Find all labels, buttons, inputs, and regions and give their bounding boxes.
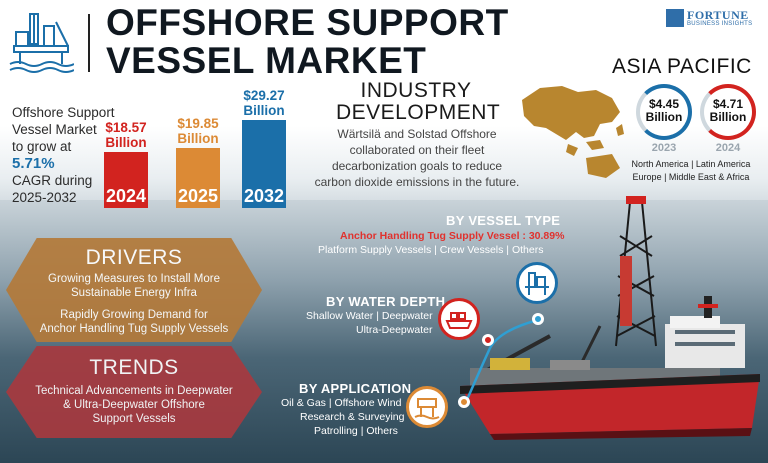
vessel-type-dot	[532, 313, 544, 325]
forecast-period: 2025-2032	[12, 190, 77, 205]
other-regions: North America | Latin America Europe | M…	[618, 158, 764, 184]
intro-line: Vessel Market	[12, 122, 97, 137]
vessel-type-others: Platform Supply Vessels | Crew Vessels |…	[318, 244, 544, 256]
intro-line: CAGR during	[12, 173, 93, 188]
asia-pacific-ring-2023	[636, 84, 692, 140]
driver-line: Sustainable Energy Infra	[71, 287, 197, 299]
water-depth-dot	[482, 334, 494, 346]
industry-text-line: collaborated on their fleet	[349, 143, 485, 157]
industry-title-line: INDUSTRY	[360, 79, 472, 102]
brand-name: FORTUNE	[687, 8, 749, 22]
driver-line: Growing Measures to Install More	[48, 273, 220, 285]
oil-rig-logo-icon	[9, 13, 74, 73]
vessel-type-highlight: Anchor Handling Tug Supply Vessel : 30.8…	[340, 230, 565, 242]
trends-title: TRENDS	[89, 356, 179, 379]
industry-text-line: decarbonization goals to reduce	[331, 159, 503, 173]
title-divider	[88, 14, 90, 72]
bar-2024	[104, 152, 148, 208]
intro-text: Offshore Support Vessel Market to grow a…	[12, 104, 122, 206]
intro-line: to grow at	[12, 139, 72, 154]
asia-pacific-year: 2023	[651, 142, 677, 154]
driver-line: Anchor Handling Tug Supply Vessels	[39, 323, 229, 335]
asia-pacific-title: ASIA PACIFIC	[612, 55, 752, 78]
page-title: OFFSHORE SUPPORT VESSEL MARKET	[106, 2, 509, 81]
cargo-ship-icon	[438, 298, 480, 340]
industry-development-text: Wärtsilä and Solstad Offshore collaborat…	[298, 126, 536, 190]
drivers-panel: DRIVERS Growing Measures to Install More…	[6, 238, 262, 342]
regions-line: Europe | Middle East & Africa	[632, 172, 750, 182]
brand-logo: FORTUNE BUSINESS INSIGHTS	[666, 8, 762, 32]
brand-mark-icon	[666, 9, 684, 27]
bar-2025	[176, 148, 220, 208]
bar-year-label: 2032	[243, 186, 285, 206]
drillship-illustration	[460, 196, 760, 440]
asia-pacific-ring-2024	[700, 84, 756, 140]
cagr-value: 5.71%	[12, 155, 55, 172]
industry-text-line: carbon dioxide emissions in the future.	[314, 175, 520, 189]
asia-pacific-year: 2024	[715, 142, 741, 154]
trend-line: Support Vessels	[92, 413, 176, 425]
industry-development-title: INDUSTRY DEVELOPMENT	[336, 79, 501, 124]
bar-year-label: 2025	[177, 186, 219, 206]
offshore-platform-icon	[406, 386, 448, 428]
water-depth-title: BY WATER DEPTH	[326, 294, 446, 309]
application-line: Oil & Gas | Offshore Wind	[281, 397, 402, 409]
industry-text-line: Wärtsilä and Solstad Offshore	[337, 127, 497, 141]
intro-line: Offshore Support	[12, 105, 115, 120]
industry-title-line: DEVELOPMENT	[336, 101, 501, 124]
trend-line: & Ultra-Deepwater Offshore	[63, 399, 205, 411]
application-line: Research & Surveying	[300, 411, 405, 423]
application-dot	[458, 396, 470, 408]
oil-rig-icon	[516, 262, 558, 304]
water-depth-line: Ultra-Deepwater	[356, 324, 433, 336]
application-line: Patrolling | Others	[314, 425, 398, 437]
driver-line: Rapidly Growing Demand for	[60, 309, 208, 321]
application-title: BY APPLICATION	[299, 381, 412, 396]
bar-year-label: 2024	[105, 186, 147, 206]
trends-panel: TRENDS Technical Advancements in Deepwat…	[6, 346, 262, 438]
trend-line: Technical Advancements in Deepwater	[35, 385, 233, 397]
drivers-title: DRIVERS	[85, 246, 183, 269]
regions-line: North America | Latin America	[631, 159, 751, 169]
asia-pacific-map-icon	[522, 86, 624, 178]
water-depth-line: Shallow Water | Deepwater	[306, 310, 433, 322]
segment-connector	[464, 318, 539, 403]
brand-subtitle: BUSINESS INSIGHTS	[687, 21, 753, 27]
bar-2032	[242, 120, 286, 208]
vessel-type-title: BY VESSEL TYPE	[446, 213, 561, 228]
